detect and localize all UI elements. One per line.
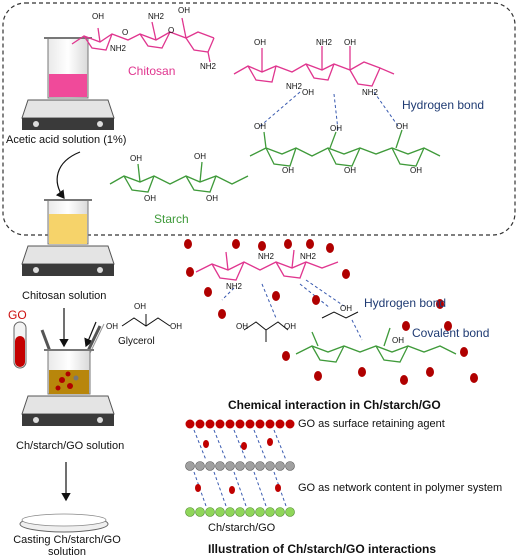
atom-nh2: NH2 xyxy=(200,62,217,71)
starch-label: Starch xyxy=(154,212,189,226)
atom-nh2: NH2 xyxy=(300,252,317,261)
covalent-bond-label: Covalent bond xyxy=(412,326,490,340)
atom-oh: OH xyxy=(194,152,206,161)
atom-nh2: NH2 xyxy=(148,12,165,21)
acetic-acid-label: Acetic acid solution (1%) xyxy=(6,134,127,146)
chitosan-solution-label: Chitosan solution xyxy=(22,290,107,302)
atom-nh2: NH2 xyxy=(286,82,303,91)
chemical-interaction-title: Chemical interaction in Ch/starch/GO xyxy=(228,398,441,412)
atom-oh: OH xyxy=(178,6,190,15)
atom-nh2: NH2 xyxy=(226,282,243,291)
arrow-glycerol xyxy=(84,321,97,348)
chitosan-label: Chitosan xyxy=(128,64,176,78)
beaker-acetic-acid xyxy=(44,37,92,99)
atom-nh2: NH2 xyxy=(110,44,127,53)
ch-starch-go-label: Ch/starch/GO xyxy=(208,522,276,534)
stir-plate-1 xyxy=(21,99,115,130)
atom-oh: OH xyxy=(144,194,156,203)
atom-oh: OH xyxy=(302,88,314,97)
chitosan-chain-top xyxy=(71,17,215,63)
atom-oh: OH xyxy=(134,302,146,311)
atom-oh: OH xyxy=(344,166,356,175)
beaker-chitosan-solution xyxy=(44,199,92,245)
atom-nh2: NH2 xyxy=(316,38,333,47)
atom-oh: OH xyxy=(282,166,294,175)
layer-illustration xyxy=(185,419,295,517)
petri-dish xyxy=(19,513,109,533)
atom-oh: OH xyxy=(340,304,352,313)
starch-chain-right xyxy=(249,129,441,167)
go-test-tube xyxy=(13,321,27,369)
atom-nh2: NH2 xyxy=(258,252,275,261)
go-sheets-mid xyxy=(184,239,478,385)
go-network-label: GO as network content in polymer system xyxy=(298,482,503,494)
hydrogen-bonds-top xyxy=(257,91,399,131)
atom-oh: OH xyxy=(254,122,266,131)
hydrogen-bond-label-mid: Hydrogen bond xyxy=(364,296,447,310)
top-red-layer xyxy=(185,419,295,429)
stir-plate-3 xyxy=(21,395,115,426)
illustration-title: Illustration of Ch/starch/GO interaction… xyxy=(208,542,437,556)
atom-o: O xyxy=(168,26,175,35)
casting-label: Casting Ch/starch/GO solution xyxy=(13,534,121,558)
beaker-mixture xyxy=(44,349,94,395)
glycerol-structure xyxy=(121,314,171,327)
go-surface-agent-label: GO as surface retaining agent xyxy=(298,418,445,430)
atom-oh: OH xyxy=(254,38,266,47)
stir-plate-2 xyxy=(21,245,115,276)
atom-oh: OH xyxy=(392,336,404,345)
go-embedded xyxy=(195,438,281,494)
atom-oh: OH xyxy=(170,322,182,331)
atom-o: O xyxy=(122,28,129,37)
glycerol-label: Glycerol xyxy=(118,336,155,347)
glycerol-mid xyxy=(243,311,359,342)
atom-oh: OH xyxy=(130,154,142,163)
chitosan-chain-mid xyxy=(195,249,339,281)
green-layer xyxy=(185,507,295,517)
starch-chain-left xyxy=(109,161,249,193)
atom-oh: OH xyxy=(236,322,248,331)
atom-oh: OH xyxy=(206,194,218,203)
atom-oh: OH xyxy=(410,166,422,175)
atom-oh: OH xyxy=(330,124,342,133)
curved-arrow xyxy=(55,151,81,199)
ch-starch-go-solution-label: Ch/starch/GO solution xyxy=(16,440,125,452)
gray-layer xyxy=(185,461,295,471)
starch-chain-mid xyxy=(295,327,457,363)
atom-oh: OH xyxy=(106,322,118,331)
top-section-frame xyxy=(2,2,516,236)
atom-oh: OH xyxy=(92,12,104,21)
hydrogen-bond-label-top: Hydrogen bond xyxy=(402,98,485,112)
go-label: GO xyxy=(8,308,27,322)
atom-oh: OH xyxy=(284,322,296,331)
atom-oh: OH xyxy=(396,122,408,131)
atom-nh2: NH2 xyxy=(362,88,379,97)
chitosan-chain-right xyxy=(233,46,395,87)
atom-oh: OH xyxy=(344,38,356,47)
